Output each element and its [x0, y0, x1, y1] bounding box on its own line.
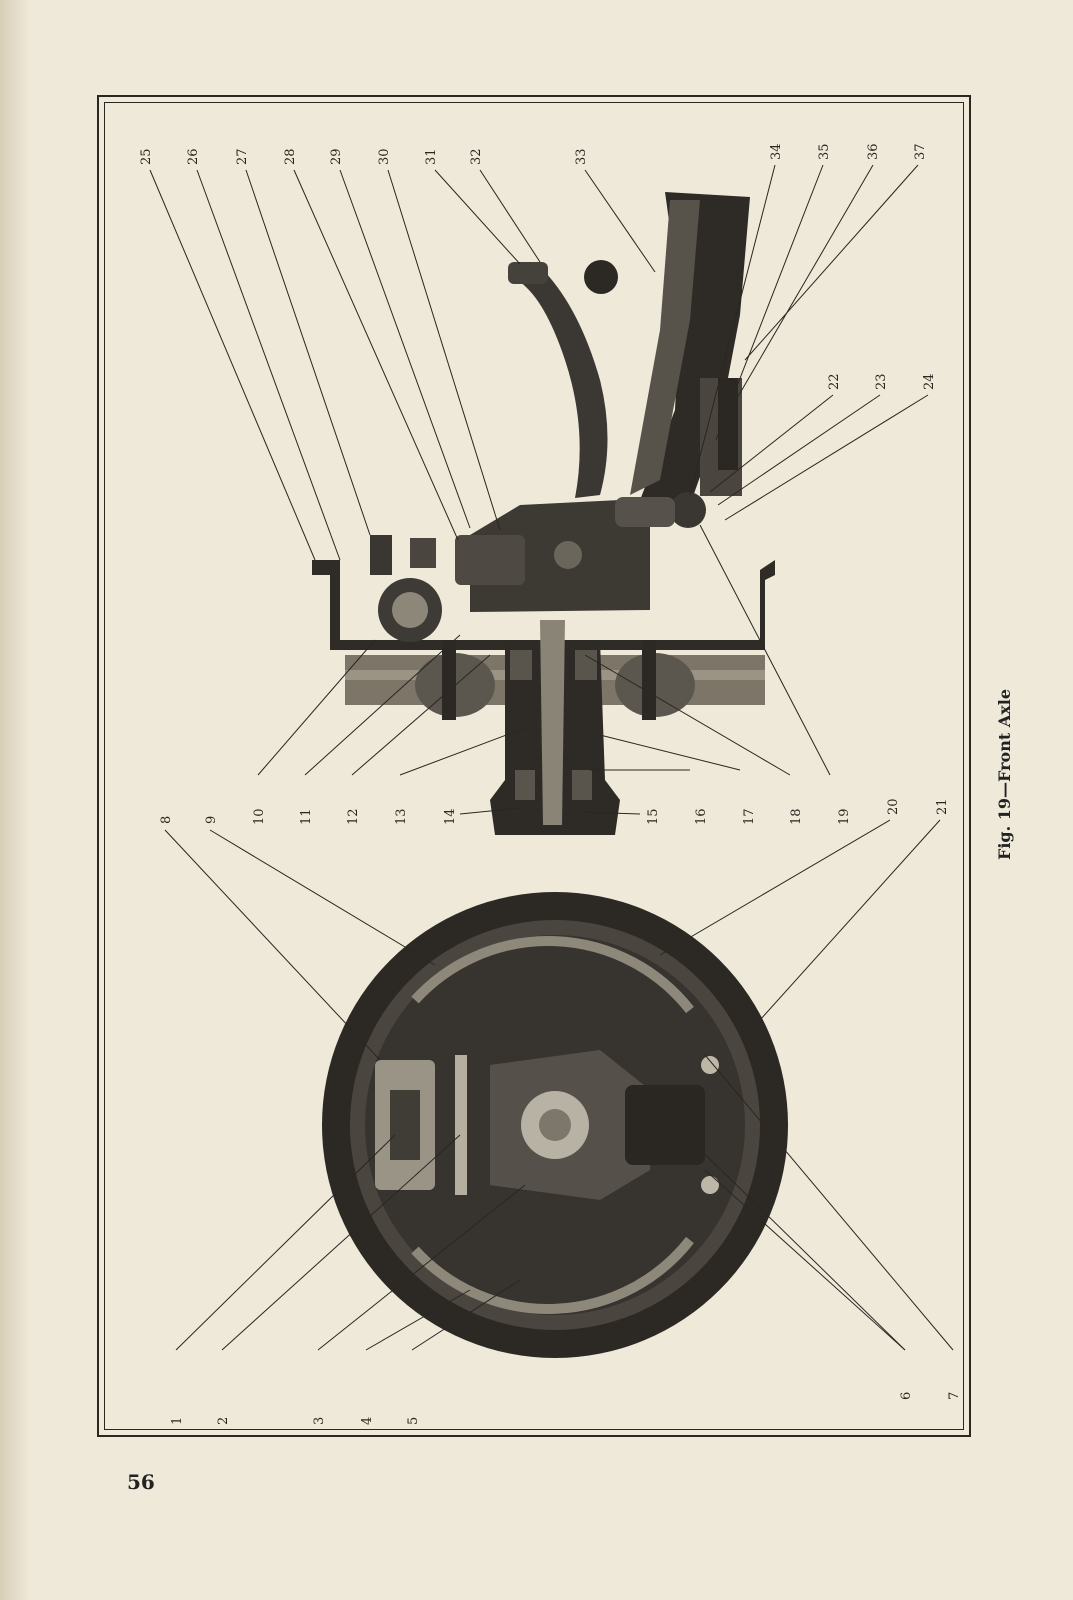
callout-9: 9 [204, 816, 219, 824]
callout-14: 14 [443, 808, 458, 825]
callout-37: 37 [913, 143, 928, 160]
brake-shoe-upper [411, 935, 694, 1014]
brake-cam [625, 1085, 705, 1165]
outer-bearing-right [572, 770, 592, 800]
knuckle-nut [554, 541, 582, 569]
callout-4: 4 [360, 1417, 375, 1425]
tie-rod-ball [670, 492, 706, 528]
callout-33: 33 [574, 148, 589, 165]
callout-25: 25 [139, 148, 154, 165]
callout-labels: 25 26 27 28 29 30 31 32 33 34 35 36 37 2… [139, 143, 962, 1425]
callout-2: 2 [216, 1417, 231, 1425]
lower-leader-lines [164, 819, 954, 1351]
u-bolt-left [442, 640, 456, 720]
knuckle-section-illustration [312, 192, 775, 835]
u-bolt-right [642, 640, 656, 720]
callout-1: 1 [170, 1417, 185, 1425]
outer-bearing-left [515, 770, 535, 800]
spindle [540, 620, 565, 825]
callout-34: 34 [769, 143, 784, 160]
callout-28: 28 [283, 148, 298, 165]
bolt-head [410, 538, 436, 568]
spring-eye-bushing [392, 592, 428, 628]
anchor-pin-lower [701, 1176, 719, 1194]
callout-12: 12 [346, 808, 361, 825]
callout-3: 3 [312, 1417, 327, 1425]
upper-leader-lines [149, 164, 929, 561]
callout-30: 30 [377, 148, 392, 165]
callout-17: 17 [742, 808, 757, 825]
tie-rod-end [615, 497, 675, 527]
inner-bearing-right [575, 650, 597, 680]
figure-frame-outer [97, 95, 971, 1437]
adjuster-screw [390, 1090, 420, 1160]
callout-8: 8 [159, 816, 174, 824]
callout-15: 15 [646, 808, 661, 825]
page-edge-shadow [0, 0, 30, 1600]
anchor-pin-upper [701, 1056, 719, 1074]
king-pin-boss [455, 535, 525, 585]
page-number: 56 [127, 1470, 155, 1494]
steering-arm [640, 192, 750, 505]
callout-20: 20 [886, 798, 901, 815]
drum-flange [312, 560, 775, 650]
arm-clamp [508, 262, 548, 284]
callout-23: 23 [874, 373, 889, 390]
figure-frame-inner [104, 102, 964, 1430]
callout-24: 24 [922, 373, 937, 390]
brake-assembly-illustration [322, 892, 788, 1358]
callout-29: 29 [329, 148, 344, 165]
callout-18: 18 [789, 808, 804, 825]
callout-31: 31 [424, 148, 439, 165]
middle-leader-lines [257, 524, 831, 815]
callout-36: 36 [866, 143, 881, 160]
callout-16: 16 [694, 808, 709, 825]
brake-shoe-lower [411, 1236, 694, 1315]
callout-13: 13 [394, 808, 409, 825]
callout-5: 5 [406, 1417, 421, 1425]
figure-caption: Fig. 19—Front Axle [995, 689, 1014, 860]
callout-11: 11 [299, 808, 314, 825]
callout-21: 21 [935, 798, 950, 815]
retracting-spring [455, 1055, 467, 1195]
callout-6: 6 [899, 1392, 914, 1400]
inner-bearing-left [510, 650, 532, 680]
callout-22: 22 [827, 373, 842, 390]
callout-27: 27 [235, 148, 250, 165]
steering-arm-highlight [630, 200, 700, 495]
socket-spring [718, 378, 738, 470]
callout-26: 26 [186, 148, 201, 165]
callout-35: 35 [817, 143, 832, 160]
lube-fitting [370, 535, 392, 575]
knuckle-arm [520, 272, 608, 498]
hub-nut-center [539, 1109, 571, 1141]
ball-stud [584, 260, 618, 294]
callout-19: 19 [837, 808, 852, 825]
callout-10: 10 [252, 808, 267, 825]
callout-32: 32 [469, 148, 484, 165]
callout-7: 7 [947, 1392, 962, 1400]
